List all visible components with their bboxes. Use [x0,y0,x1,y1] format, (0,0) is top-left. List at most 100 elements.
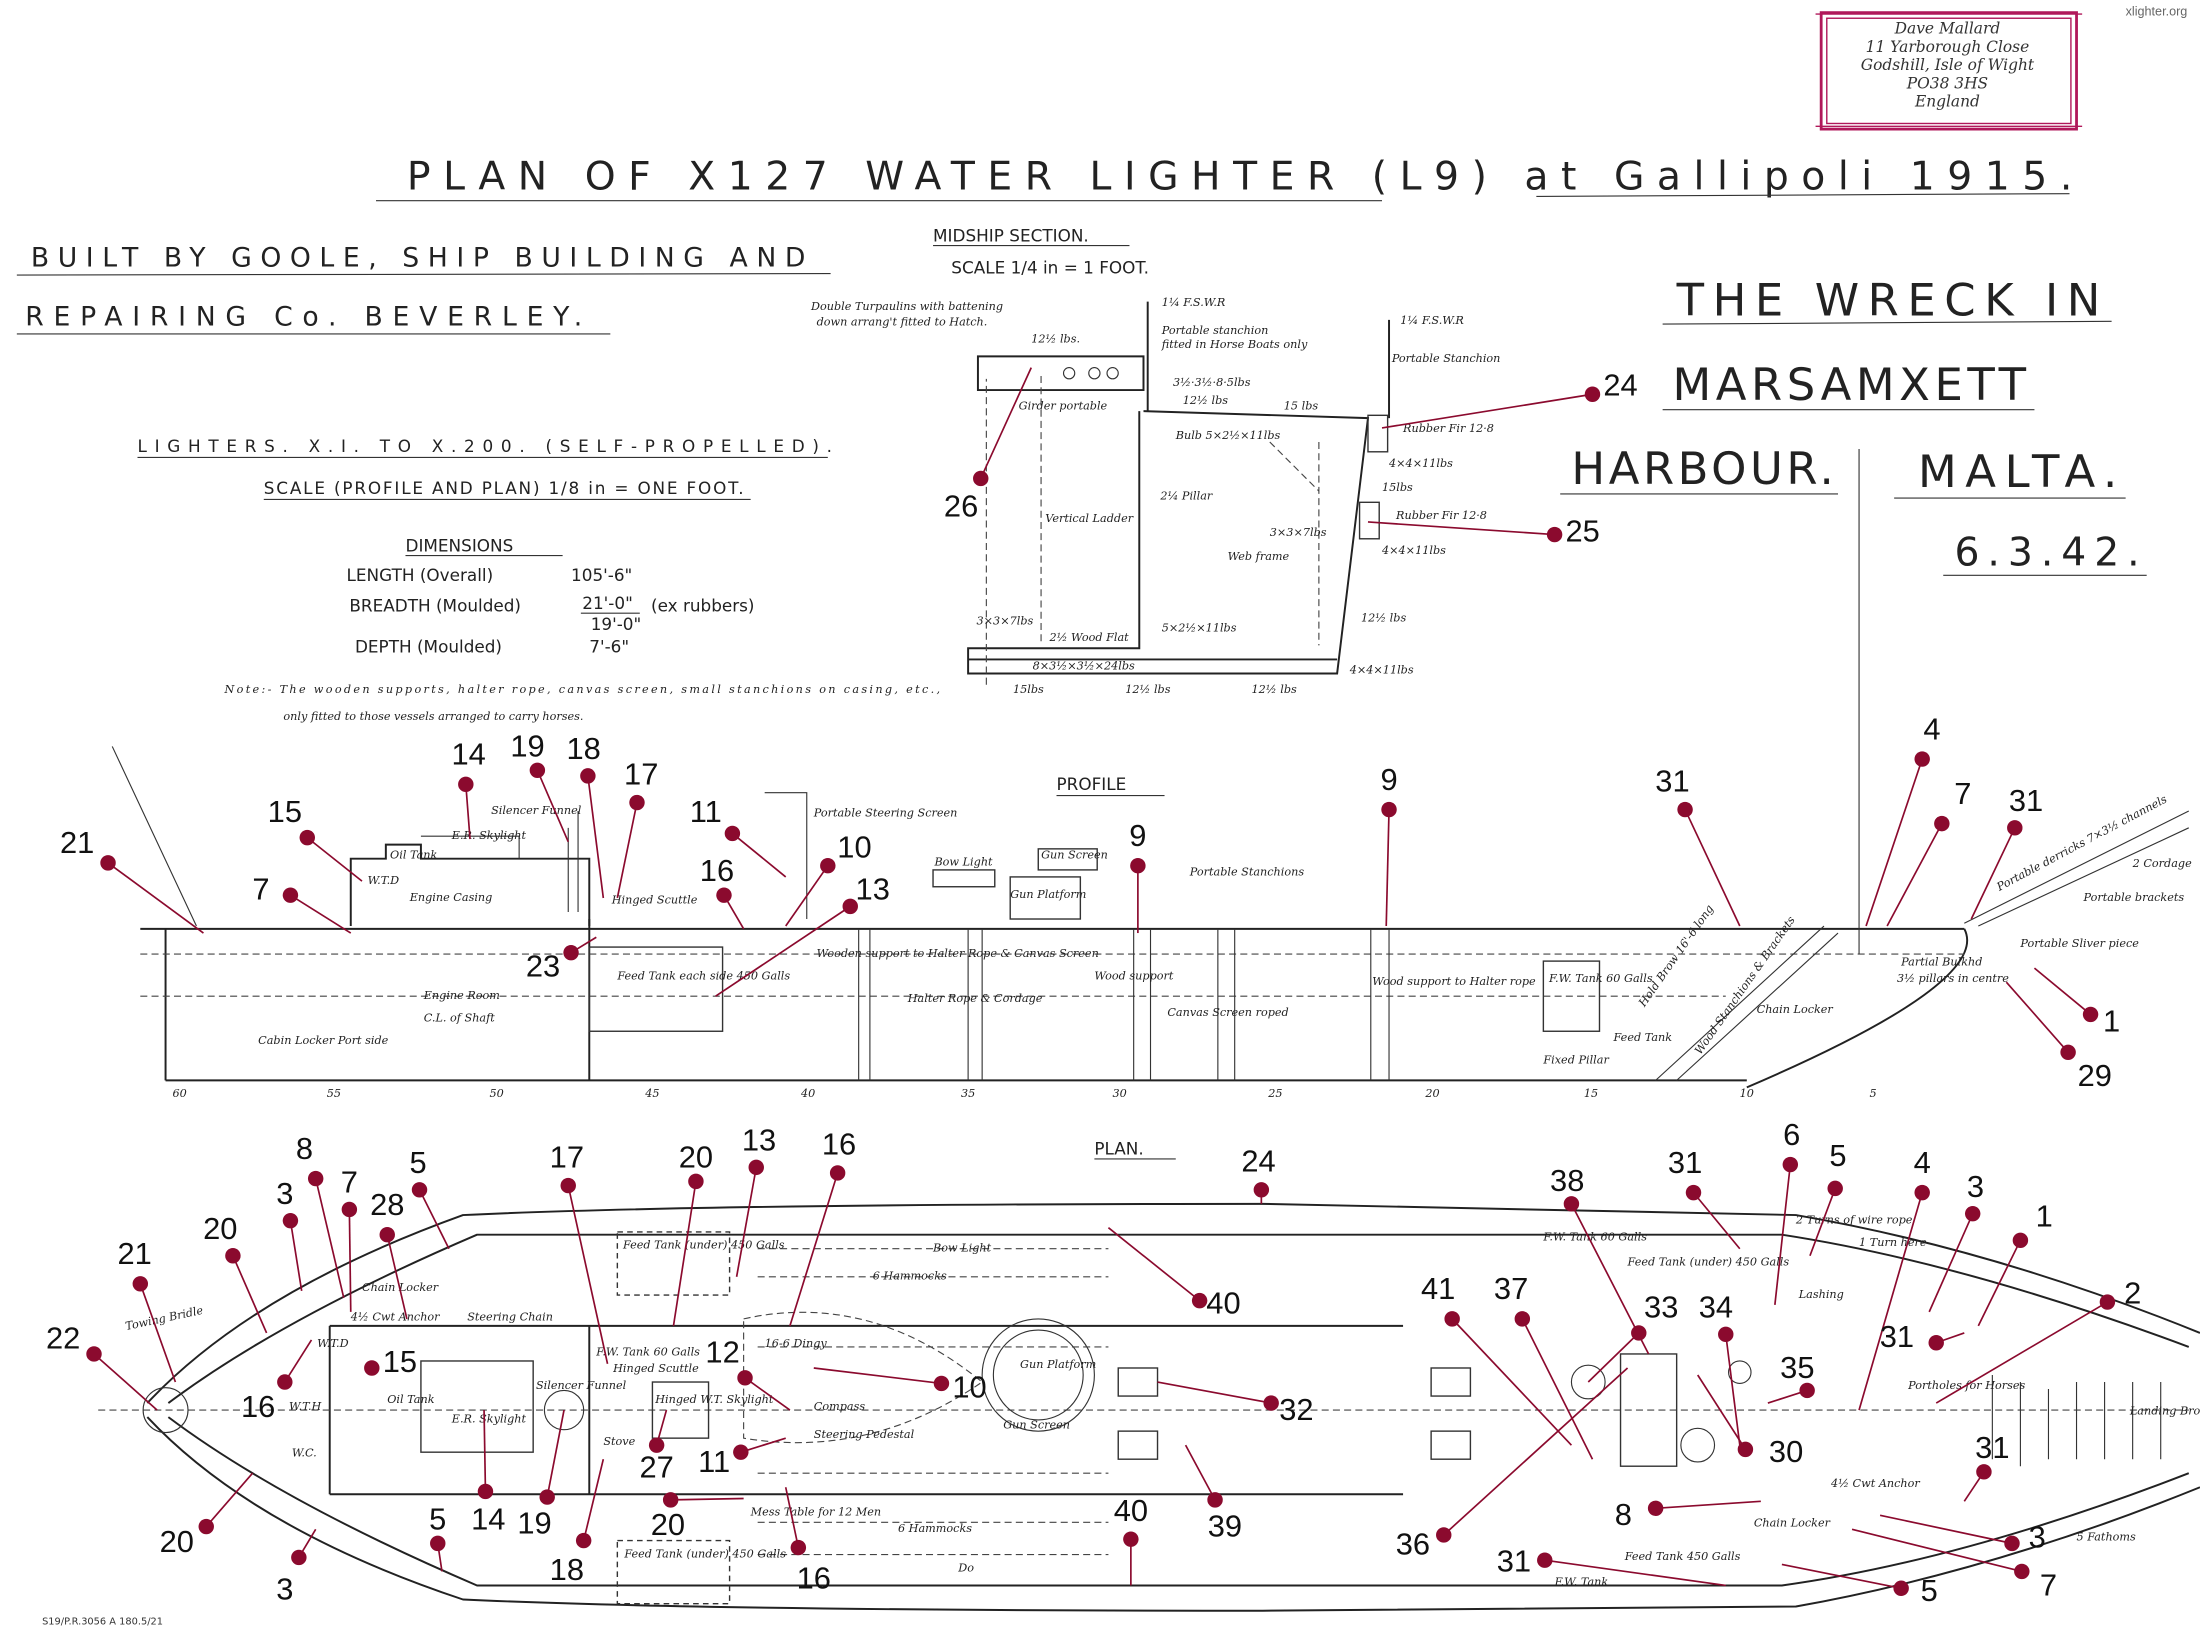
callout-20: 20 [672,1139,713,1327]
callout-leader [1865,758,1923,927]
callout-number: 12 [705,1334,739,1369]
callout-16: 16 [241,1339,313,1424]
profile-label: Portable brackets [2083,891,2185,904]
callout-number: 13 [856,871,890,906]
plan-label: W.T.D [317,1337,349,1350]
callout-dot [341,1201,358,1218]
callout-21: 21 [118,1236,177,1383]
callout-number: 26 [944,488,978,523]
callout-dot [1964,1205,1981,1222]
callout-dot [2082,1006,2099,1023]
profile-label: Wood support to Halter rope [1372,975,1536,988]
profile-label: E.R. Skylight [451,829,527,842]
callout-dot [430,1535,446,1552]
midship-section: MIDSHIP SECTION. SCALE 1/4 in = 1 FOOT. … [810,225,1500,696]
callout-5: 5 [1781,1563,1938,1608]
dimensions-heading: DIMENSIONS [405,535,513,555]
plan-label: Lashing [1798,1288,1844,1301]
plan-label: Gun Platform [1020,1358,1096,1371]
callout-number: 15 [383,1344,417,1379]
callout-number: 40 [1114,1493,1148,1528]
callout-16: 16 [789,1127,856,1327]
frame-number: 20 [1424,1087,1439,1100]
callout-dot [790,1539,807,1556]
callout-dot [2012,1232,2029,1249]
callout-36: 36 [1396,1367,1629,1562]
callout-number: 7 [2040,1567,2057,1602]
plan-label: Steering Chain [467,1310,553,1323]
callout-leader [744,1377,791,1411]
plan-label: Feed Tank (under) 450 Galls [623,1547,786,1560]
callout-dot [1514,1311,1531,1327]
midship-label: 1¼ F.S.W.R [1400,314,1464,327]
midship-scale: SCALE 1/4 in = 1 FOOT. [951,258,1149,278]
callout-dot [1563,1196,1580,1212]
callout-8: 8 [296,1131,345,1299]
callout-21: 21 [60,825,204,934]
callout-dot [132,1276,149,1292]
callout-leader [1684,809,1741,927]
callout-leader [1381,393,1593,429]
callout-20: 20 [651,1492,744,1542]
callout-10: 10 [785,829,872,927]
profile-heading: PROFILE [1057,774,1127,794]
plan-label: Towing Bridle [124,1304,204,1333]
plan-label: Stove [603,1435,635,1448]
callout-dot [973,470,989,487]
callout-number: 24 [1241,1144,1275,1179]
callout-dot [1647,1500,1664,1517]
callout-leader [1157,1381,1272,1404]
callout-number: 4 [1923,711,1940,746]
callout-number: 27 [639,1449,673,1484]
callout-dot [299,829,315,846]
callout-dot [563,944,579,961]
callout-13: 13 [735,1123,776,1277]
midship-label: 12½ lbs [1125,683,1170,696]
callout-dot [748,1159,764,1176]
callout-6: 6 [1774,1117,1800,1305]
frame-number: 35 [961,1087,975,1100]
callout-15: 15 [364,1344,417,1379]
callout-dot [733,1444,749,1460]
callout-dot [688,1173,704,1190]
profile-label: Chain Locker [1757,1003,1834,1016]
callout-5: 5 [410,1145,450,1250]
callout-number: 22 [46,1320,80,1355]
callout-dot [1537,1552,1553,1568]
profile-label: 2 Cordage [2132,857,2192,870]
frame-number: 50 [490,1087,504,1100]
wreck-date: 6.3.42. [1954,530,2143,575]
callout-number: 16 [822,1127,856,1162]
profile-label: Canvas Screen roped [1167,1006,1288,1019]
plan-label: W.C. [292,1446,317,1459]
callout-7: 7 [1851,1528,2057,1602]
stamp-line: Godshill, Isle of Wight [1861,56,2035,74]
profile-label: Portable Sliver piece [2019,937,2139,950]
callout-3: 3 [1928,1169,1984,1313]
callout-leader [107,862,204,934]
midship-label: 2¼ Pillar [1159,489,1213,502]
callout-41: 41 [1421,1271,1573,1446]
callout-3: 3 [1879,1514,2046,1555]
callout-dot [580,768,596,784]
callout-number: 28 [370,1187,404,1222]
callout-9: 9 [1380,762,1398,927]
callout-dot [539,1489,555,1505]
callout-leader [1809,1188,1836,1257]
callout-dot [2060,1044,2076,1061]
stamp-line: PO38 3HS [1906,74,1988,92]
callout-leader [1970,827,2016,920]
callout-number: 30 [1769,1434,1803,1469]
midship-label: Rubber Fir 12·8 [1395,509,1487,522]
callout-dot [1685,1184,1702,1201]
callout-dot [648,1437,665,1453]
callout-dot [2004,1535,2020,1552]
dim-label: BREADTH (Moulded) [349,596,521,616]
midship-heading: MIDSHIP SECTION. [933,225,1089,245]
callout-number: 5 [410,1145,427,1180]
dim-label: LENGTH (Overall) [347,565,494,585]
callout-number: 15 [268,794,302,829]
plan-label: Silencer Funnel [536,1379,627,1392]
callout-leader [735,1167,758,1277]
plan-label: 5 Fathoms [2077,1531,2137,1544]
